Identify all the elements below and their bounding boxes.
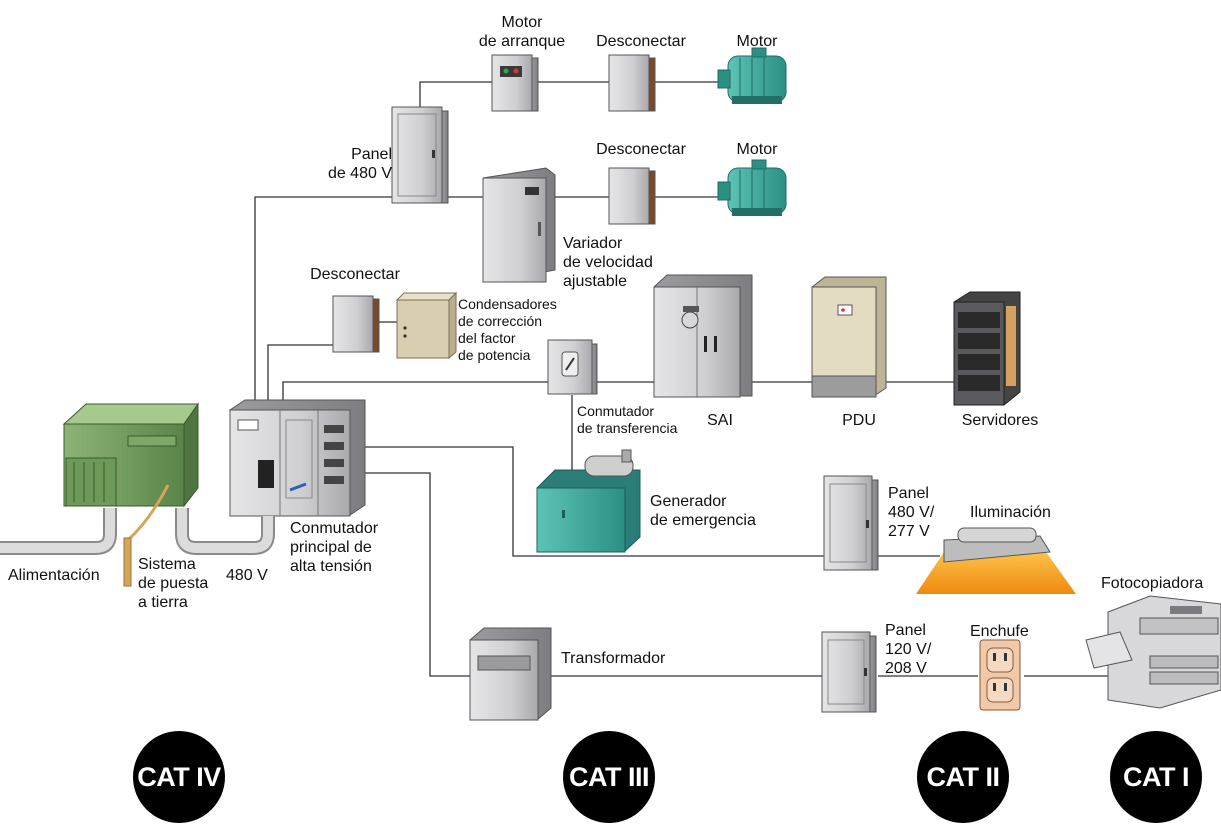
- outlet-receptacle: [979, 639, 1021, 711]
- label-lighting: Iluminación: [970, 504, 1051, 521]
- panel-480-277-cabinet: [823, 475, 879, 571]
- label-main-switchgear: Conmutador principal de alta tensión: [290, 520, 379, 575]
- disconnect-box-mid: [608, 167, 656, 225]
- ups-cabinet: [653, 274, 753, 398]
- label-ground: Sistema de puesta a tierra: [138, 556, 209, 611]
- lv-transformer: [469, 627, 552, 721]
- label-motor-starter: Motor de arranque: [478, 14, 566, 50]
- label-transformer: Transformador: [561, 650, 666, 667]
- cat-iv-badge: CAT IV: [133, 731, 225, 823]
- motor-icon-mid: [717, 159, 787, 216]
- transfer-switch-box: [547, 339, 598, 395]
- capacitor-box: [395, 291, 458, 360]
- label-disconnect-top: Desconectar: [596, 33, 686, 50]
- wire-panel-to-switchgear: [254, 196, 392, 408]
- ground-rod: [123, 484, 170, 587]
- wiring: [254, 81, 1110, 677]
- label-photocopier: Fotocopiadora: [1101, 575, 1204, 592]
- label-capacitors: Condensadores de corrección del factor d…: [458, 296, 557, 363]
- label-transfer-switch: Conmutador de transferencia: [577, 403, 678, 436]
- cat-iii-badge: CAT III: [563, 731, 655, 823]
- wire-switchgear-to-transformer: [359, 472, 470, 677]
- wire-switchgear-to-lighting-panel: [359, 446, 824, 557]
- cat-i-badge: CAT I: [1110, 731, 1202, 823]
- label-panel-480-277: Panel 480 V/ 277 V: [888, 485, 935, 540]
- vfd-cabinet: [482, 167, 556, 283]
- label-feed: Alimentación: [8, 567, 100, 584]
- label-panel-480: Panel de 480 V: [327, 146, 392, 182]
- label-disconnect-mid: Desconectar: [596, 141, 686, 158]
- label-ups: SAI: [707, 412, 733, 429]
- wire-panel-to-starter: [419, 81, 492, 107]
- label-outlet: Enchufe: [970, 623, 1029, 640]
- pdu-cabinet: [811, 276, 887, 398]
- label-motor-mid: Motor: [736, 141, 778, 158]
- lighting-fixture: [916, 527, 1076, 594]
- label-vfd: Variador de velocidad ajustable: [563, 235, 653, 290]
- cat-ii-badge: CAT II: [917, 731, 1009, 823]
- conduits: [0, 508, 275, 555]
- label-servers: Servidores: [961, 412, 1039, 429]
- motor-starter-box: [491, 54, 539, 112]
- motor-icon-top: [717, 47, 787, 104]
- panel-120-208-cabinet: [821, 631, 877, 713]
- main-switchgear: [229, 399, 366, 517]
- label-motor-top: Motor: [736, 33, 778, 50]
- label-pdu: PDU: [842, 412, 876, 429]
- panel-480-cabinet: [391, 106, 449, 204]
- disconnect-box-cap: [332, 295, 380, 353]
- label-panel-120-208: Panel 120 V/ 208 V: [885, 622, 932, 677]
- label-generator: Generador de emergencia: [650, 493, 756, 529]
- wire-switchgear-to-cap-disconnect: [267, 344, 333, 408]
- generator: [536, 449, 641, 553]
- server-rack: [953, 291, 1021, 406]
- disconnect-box-top: [608, 54, 656, 112]
- utility-transformer: [62, 402, 199, 508]
- photocopier: [1085, 595, 1221, 709]
- label-disconnect-cap: Desconectar: [310, 266, 400, 283]
- label-480v: 480 V: [226, 567, 268, 584]
- wire-switchgear-to-transfer: [282, 381, 548, 408]
